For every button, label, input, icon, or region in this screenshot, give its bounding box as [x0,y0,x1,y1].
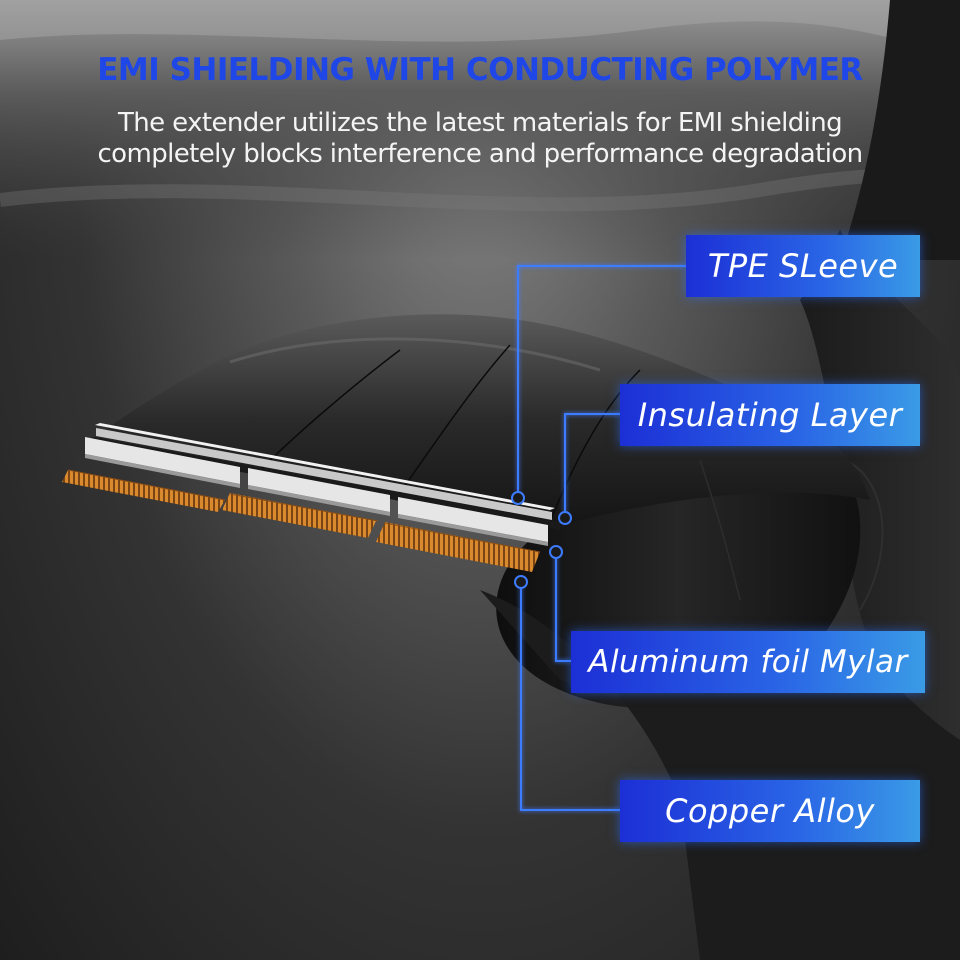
leader-lines [517,265,686,811]
aluminum-leader-line [555,552,571,662]
insulating-anchor-dot [558,511,572,525]
leader-anchor-dots [511,491,572,589]
background-haze [0,0,960,260]
copper-alloy-conductors [62,469,541,572]
callout-insulating-layer: Insulating Layer [620,384,920,446]
copper-anchor-dot [514,575,528,589]
copper-leader-line [520,585,620,811]
callout-tpe-sleeve: TPE SLeeve [686,235,920,297]
subtitle-line-1: The extender utilizes the latest materia… [117,108,843,138]
cable-back-wall [840,0,960,260]
page-subtitle: The extender utilizes the latest materia… [0,108,960,170]
aluminum-foil-strip [85,423,555,546]
page-title: EMI SHIELDING WITH CONDUCTING POLYMER [97,52,863,88]
callout-copper-alloy: Copper Alloy [620,780,920,842]
aluminum-anchor-dot [549,545,563,559]
subtitle-line-2: completely blocks interference and perfo… [97,139,863,169]
insulating-leader-line [564,413,620,513]
tpe-anchor-dot [511,491,525,505]
callout-aluminum-foil-mylar: Aluminum foil Mylar [571,631,925,693]
tpe-leader-line [517,265,686,492]
